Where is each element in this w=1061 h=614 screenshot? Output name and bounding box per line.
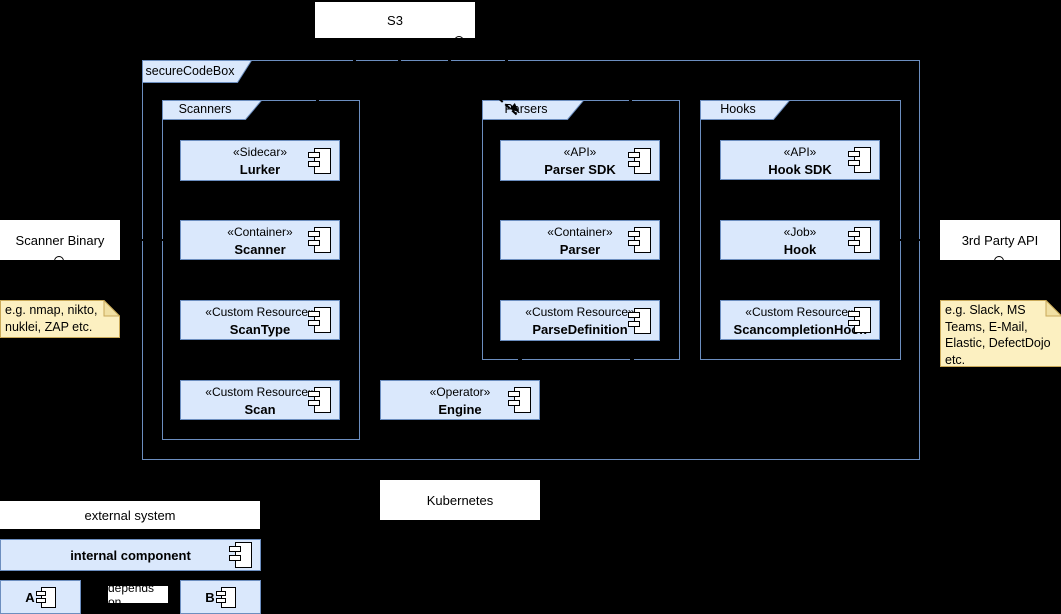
parser-name: Parser bbox=[559, 241, 601, 257]
note-shape bbox=[0, 300, 120, 338]
connector-crossing bbox=[353, 57, 356, 64]
securecodebox-frame-label: secureCodeBox bbox=[145, 63, 235, 78]
parsers-group-label: Parsers bbox=[504, 102, 548, 116]
parser-sdk-stereotype: «API» bbox=[563, 145, 597, 159]
hook-name: Hook bbox=[783, 241, 817, 257]
hook-sdk-stereotype: «API» bbox=[783, 144, 817, 159]
connector-scanner-binary-to-scanner bbox=[120, 239, 180, 241]
connector-crossing bbox=[316, 97, 319, 104]
scancompletionhook-stereotype: «Custom Resource» bbox=[745, 304, 855, 319]
kubernetes-box: Kubernetes bbox=[380, 480, 540, 520]
scan-name: Scan bbox=[244, 401, 276, 417]
note-shape bbox=[940, 300, 1061, 367]
hooks-group bbox=[700, 100, 901, 360]
scanners-group-tab: Scanners bbox=[162, 100, 262, 120]
parsedefinition-stereotype: «Custom Resource» bbox=[525, 305, 635, 319]
uml-component-icon bbox=[848, 147, 871, 173]
engine-name: Engine bbox=[438, 401, 482, 417]
scanners-group-label: Scanners bbox=[178, 102, 232, 116]
legend-external-system-label: external system bbox=[84, 507, 176, 523]
legend-b-label: B bbox=[205, 589, 215, 605]
component-hook: «Job» Hook bbox=[720, 220, 880, 260]
component-engine: «Operator» Engine bbox=[380, 380, 540, 420]
connector-crossing bbox=[630, 356, 634, 363]
frame-tab-shape bbox=[142, 60, 252, 83]
component-scan: «Custom Resource» Scan bbox=[180, 380, 340, 420]
connector-crossing bbox=[398, 57, 401, 64]
engine-stereotype: «Operator» bbox=[429, 384, 491, 399]
legend-component-a: A bbox=[0, 580, 81, 614]
note-hook-examples-text: e.g. Slack, MS Teams, E-Mail, Elastic, D… bbox=[945, 303, 1051, 367]
provided-interface-icon-third-party bbox=[994, 256, 1004, 266]
parsedefinition-name: ParseDefinition bbox=[532, 322, 628, 337]
note-scanner-examples-text: e.g. nmap, nikto, nuklei, ZAP etc. bbox=[5, 303, 98, 334]
component-scantype: «Custom Resource» ScanType bbox=[180, 300, 340, 340]
securecodebox-frame-tab: secureCodeBox bbox=[142, 60, 252, 83]
scancompletionhook-name: ScancompletionHook bbox=[733, 321, 867, 337]
third-party-api-box: 3rd Party API bbox=[940, 220, 1060, 260]
connector-crossing bbox=[518, 356, 522, 363]
uml-component-icon bbox=[628, 307, 651, 334]
hook-sdk-name: Hook SDK bbox=[768, 161, 832, 177]
scanner-binary-box: Scanner Binary bbox=[0, 220, 120, 260]
legend-component-b: B bbox=[180, 580, 261, 614]
uml-component-icon bbox=[308, 307, 331, 333]
hook-stereotype: «Job» bbox=[783, 224, 817, 239]
scantype-stereotype: «Custom Resource» bbox=[205, 304, 315, 319]
scanner-binary-label: Scanner Binary bbox=[15, 232, 105, 248]
provided-interface-icon-scanner-binary bbox=[54, 256, 64, 266]
connector-crossing bbox=[629, 97, 632, 104]
component-scanner: «Container» Scanner bbox=[180, 220, 340, 260]
uml-component-icon bbox=[229, 542, 252, 568]
third-party-api-label: 3rd Party API bbox=[961, 232, 1039, 248]
uml-component-icon bbox=[848, 227, 871, 253]
depends-on-text: depends on bbox=[108, 580, 155, 609]
uml-component-icon bbox=[308, 147, 331, 174]
s3-box: S3 bbox=[315, 2, 475, 38]
component-lurker: «Sidecar» Lurker bbox=[180, 140, 340, 181]
hooks-tab-shape bbox=[700, 100, 790, 120]
scanner-stereotype: «Container» bbox=[227, 224, 293, 239]
legend-external-system: external system bbox=[0, 501, 260, 529]
hooks-group-tab: Hooks bbox=[700, 100, 790, 120]
scan-stereotype: «Custom Resource» bbox=[205, 384, 315, 399]
parsers-tab-shape bbox=[482, 100, 584, 120]
legend-internal-component-label: internal component bbox=[70, 547, 191, 563]
lurker-name: Lurker bbox=[239, 162, 281, 177]
scanner-name: Scanner bbox=[234, 241, 286, 257]
legend-internal-component: internal component bbox=[0, 539, 261, 571]
parser-sdk-name: Parser SDK bbox=[544, 162, 616, 177]
note-hook-examples: e.g. Slack, MS Teams, E-Mail, Elastic, D… bbox=[940, 300, 1061, 367]
kubernetes-label: Kubernetes bbox=[426, 492, 494, 508]
connector-crossing bbox=[505, 57, 508, 64]
legend-depends-on-label: depends on bbox=[108, 581, 168, 609]
hooks-group-label: Hooks bbox=[720, 102, 756, 116]
parsers-group-tab: Parsers bbox=[482, 100, 584, 120]
uml-component-icon bbox=[508, 387, 531, 413]
parser-stereotype: «Container» bbox=[547, 224, 613, 239]
scanners-tab-shape bbox=[162, 100, 262, 120]
scantype-name: ScanType bbox=[229, 321, 291, 337]
lurker-stereotype: «Sidecar» bbox=[232, 145, 288, 159]
uml-component-icon bbox=[628, 227, 651, 253]
uml-component-icon bbox=[628, 147, 651, 174]
note-scanner-examples: e.g. nmap, nikto, nuklei, ZAP etc. bbox=[0, 300, 120, 338]
connector-hook-to-third-party bbox=[880, 239, 940, 241]
provided-interface-icon-s3 bbox=[454, 36, 464, 46]
uml-component-icon bbox=[848, 307, 871, 333]
uml-component-icon bbox=[35, 586, 56, 608]
component-scancompletionhook: «Custom Resource» ScancompletionHook bbox=[720, 300, 880, 340]
legend-a-label: A bbox=[25, 589, 35, 605]
component-parser-sdk: «API» Parser SDK bbox=[500, 140, 660, 181]
uml-component-icon bbox=[215, 586, 236, 608]
s3-label: S3 bbox=[387, 12, 403, 28]
component-hook-sdk: «API» Hook SDK bbox=[720, 140, 880, 180]
uml-component-icon bbox=[308, 387, 331, 413]
component-parser: «Container» Parser bbox=[500, 220, 660, 260]
connector-crossing bbox=[448, 57, 451, 64]
securecodebox-frame bbox=[142, 60, 920, 460]
uml-component-icon bbox=[308, 227, 331, 253]
component-parsedefinition: «Custom Resource» ParseDefinition bbox=[500, 300, 660, 341]
